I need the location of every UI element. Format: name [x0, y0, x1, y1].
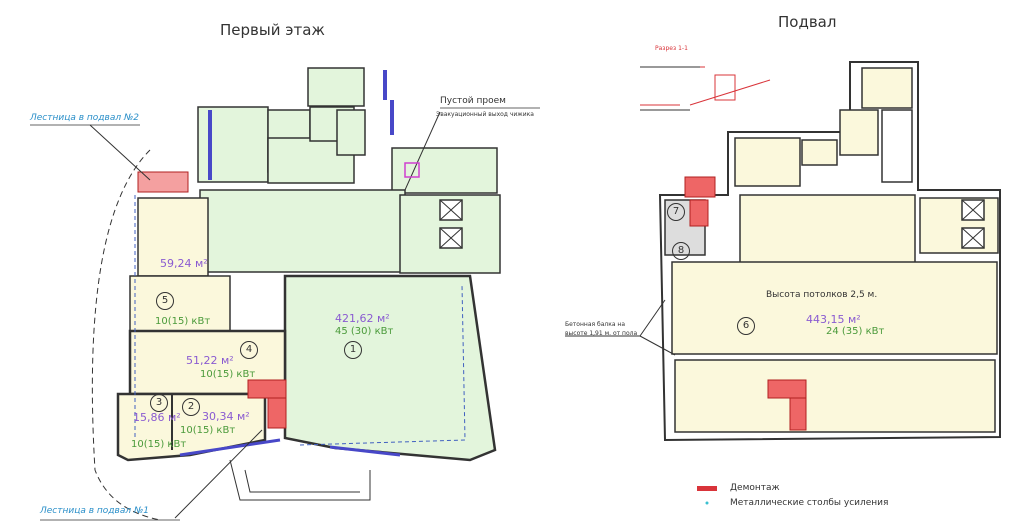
room-green — [336, 109, 366, 156]
room-3-power: 10(15) кВт — [131, 439, 187, 450]
room-2-area: 30,34 м² — [202, 410, 250, 423]
entrance-porch — [229, 459, 371, 501]
room-7-number: 7 — [667, 203, 685, 221]
room-green-top — [307, 67, 365, 107]
basement-outline — [658, 61, 1001, 442]
room-5-power: 10(15) кВт — [155, 316, 211, 327]
room-5-area: 59,24 м² — [160, 257, 208, 270]
room-2-power: 10(15) кВт — [180, 425, 236, 436]
room-green-mid — [199, 189, 406, 273]
section-drawing — [640, 66, 771, 106]
first-floor-title: Первый этаж — [220, 21, 325, 39]
section-label: Разрез 1-1 — [655, 45, 688, 52]
legend-demolition-label: Демонтаж — [730, 483, 780, 493]
room-1-number: 1 — [344, 341, 362, 359]
stair-1-label: Лестница в подвал №1 — [40, 506, 150, 516]
basement-plan — [565, 61, 1001, 442]
room-5-number: 5 — [156, 292, 174, 310]
beam-note-1: Бетонная балка на — [565, 321, 626, 328]
room-6-number: 6 — [737, 317, 755, 335]
room-1-power: 45 (30) кВт — [335, 326, 394, 337]
room-5-lower — [129, 275, 231, 332]
room-6-power: 24 (35) кВт — [826, 326, 885, 337]
empty-opening-note: Эвакуационный выход чижика — [436, 111, 534, 118]
demolition-stair-basement — [684, 176, 807, 431]
beam-note-2: высоте 1,91 м. от пола — [565, 330, 638, 337]
room-8-number: 8 — [672, 242, 690, 260]
windows — [179, 438, 401, 457]
empty-opening-label: Пустой проем — [440, 96, 506, 106]
basement-title: Подвал — [778, 13, 837, 31]
demolition-stair-1 — [247, 379, 287, 429]
ceiling-height: Высота потолков 2,5 м. — [766, 290, 878, 300]
demolition-stair-2 — [137, 171, 189, 193]
room-6-area: 443,15 м² — [806, 313, 861, 326]
room-green — [391, 147, 498, 194]
magenta-opening — [404, 162, 420, 178]
stair-2-label: Лестница в подвал №2 — [30, 113, 140, 123]
room-2-number: 2 — [182, 398, 200, 416]
room-3-area: 15,86 м² — [133, 411, 181, 424]
room-4-number: 4 — [240, 341, 258, 359]
room-1 — [283, 274, 497, 462]
room-1-area: 421,62 м² — [335, 312, 390, 325]
room-3-number: 3 — [150, 394, 168, 412]
legend-demolition-swatch — [697, 486, 717, 491]
room-6 — [671, 261, 998, 355]
legend-columns-label: Металлические столбы усиления — [730, 498, 889, 508]
room-4-power: 10(15) кВт — [200, 369, 256, 380]
legend-column-swatch — [705, 501, 709, 505]
room-4-area: 51,22 м² — [186, 354, 234, 367]
first-floor-plan — [30, 67, 540, 521]
basement-lower-room — [674, 359, 996, 433]
